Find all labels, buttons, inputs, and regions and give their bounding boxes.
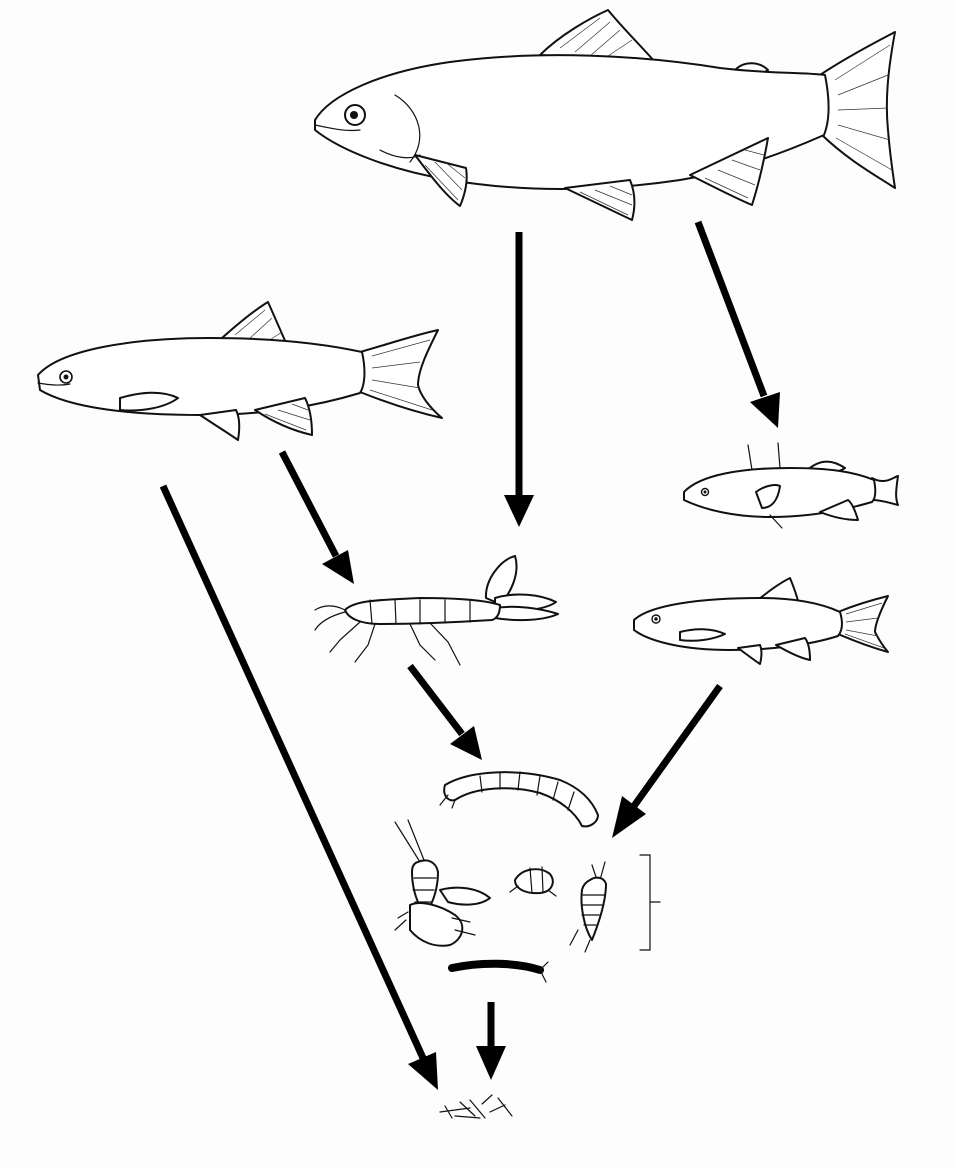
crayfish-icon [394,819,491,947]
minnow-icon [633,577,889,665]
arrow-minnow-to-invertebrates [612,683,723,838]
arrow-nymph-to-larva [407,663,482,760]
arrow-trout-to-stickleback [694,220,780,428]
larva-icon [439,771,599,828]
detritus-icon [439,1094,513,1119]
arrow-smallfish-to-detritus [159,484,438,1090]
stonefly-icon [314,555,559,666]
trout-icon [314,9,896,221]
minnow-icon [37,301,443,441]
arrow-smallfish-to-nymph [278,450,354,584]
beetle-icon [509,866,557,897]
arrow-worm-to-detritus [476,1002,506,1080]
arrow-trout-to-nymph [504,232,534,527]
mayfly-icon [569,861,607,953]
worm-icon [448,959,549,983]
invertebrates-icon [394,819,661,953]
stickleback-icon [683,442,899,529]
